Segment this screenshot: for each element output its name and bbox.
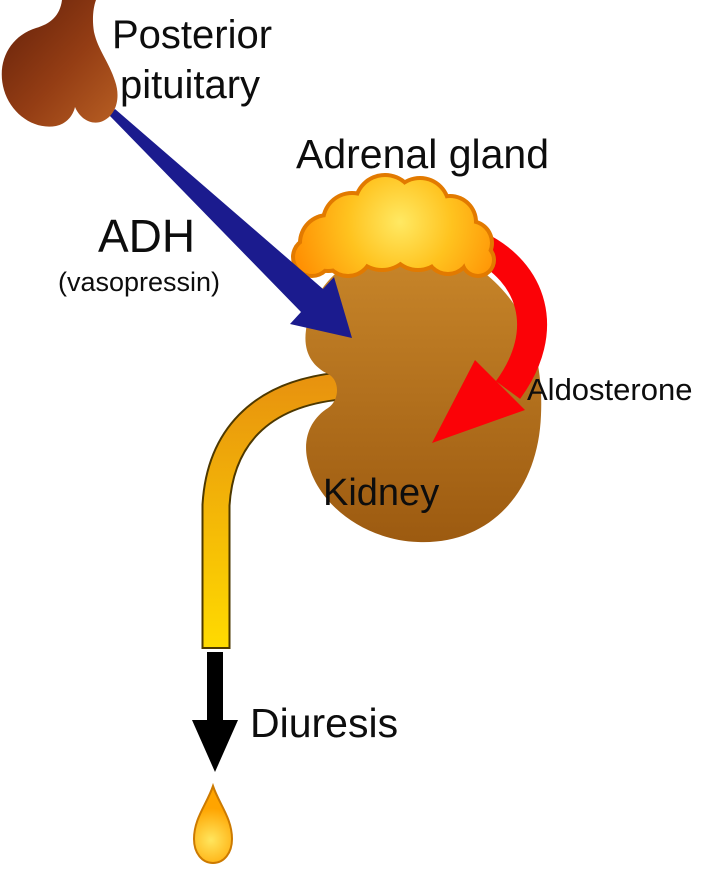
adrenal-body-layer [295, 177, 492, 274]
adrenal-gland-label: Adrenal gland [296, 131, 549, 177]
ureter-fill [203, 373, 342, 647]
diuresis-arrow [192, 652, 238, 772]
ureter-tube [201, 371, 342, 649]
kidney-label: Kidney [323, 472, 439, 514]
diuresis-label: Diuresis [250, 700, 398, 746]
kidney-shape [305, 249, 542, 543]
adrenal-gland-shape [291, 173, 496, 278]
pituitary-shape [1, 0, 118, 127]
adh-arrow [109, 109, 352, 338]
aldosterone-arrowhead [432, 360, 525, 443]
posterior-pituitary-label-line2: pituitary [120, 63, 260, 107]
urine-drop [192, 782, 234, 865]
vasopressin-label: (vasopressin) [58, 267, 220, 297]
adh-label: ADH [98, 210, 195, 262]
posterior-pituitary-label-line1: Posterior [112, 13, 272, 57]
aldosterone-label: Aldosterone [527, 372, 692, 407]
